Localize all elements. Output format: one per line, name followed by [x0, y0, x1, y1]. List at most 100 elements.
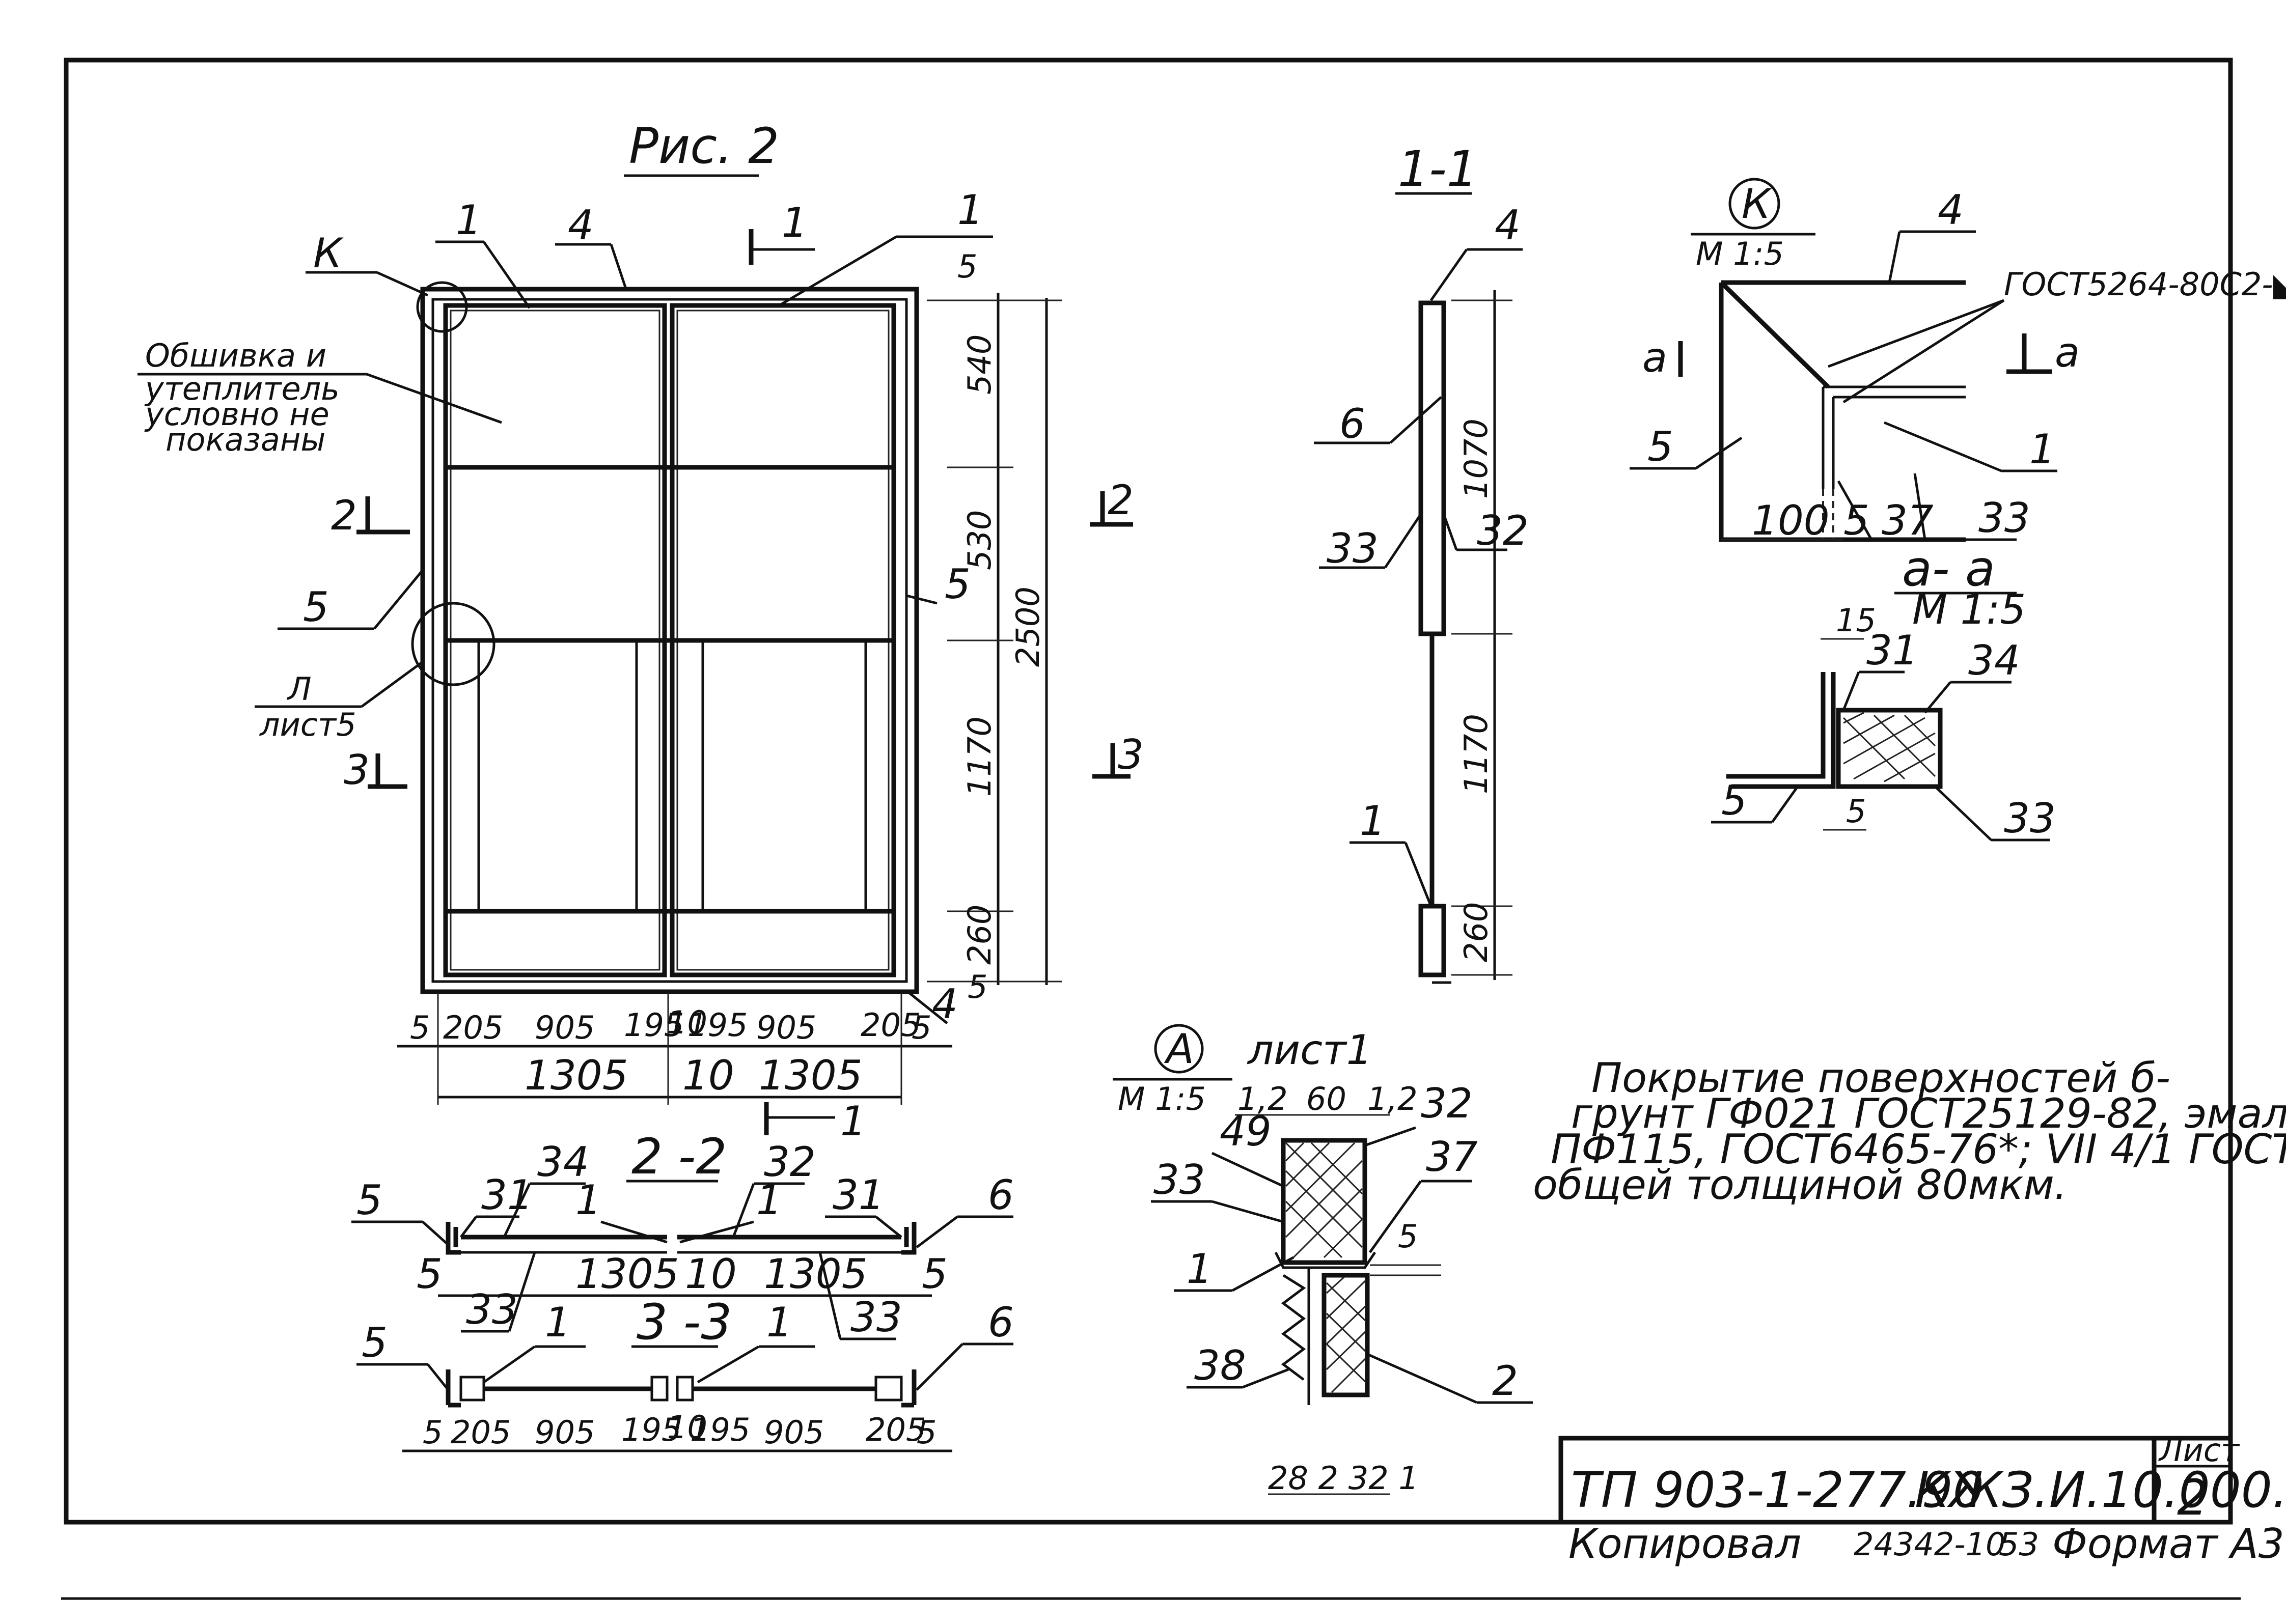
node-a-hatch-top — [1285, 1142, 1363, 1258]
s33-dim-2: 905 — [535, 1414, 595, 1451]
node-k-label-33: 33 — [1978, 494, 2030, 542]
note-line-3: условно не — [144, 396, 329, 433]
wdim-0: 1305 — [525, 1052, 628, 1099]
s22-dim-1305a: 1305 — [575, 1250, 679, 1298]
title-block: ТП 903-1-277.90 КЖЗ.И.10.000.СБ Лист 2 — [1558, 1432, 2286, 1526]
s22-label-1a: 1 — [575, 1177, 601, 1224]
node-k-angle — [1822, 385, 1966, 489]
hdim-2: 905 — [535, 1009, 595, 1046]
frame-inner — [431, 298, 908, 983]
leader-4-br — [908, 992, 948, 1024]
section-a-a-title: а- а — [1902, 540, 1995, 597]
node-a-leader-32 — [1364, 1126, 1416, 1147]
node-a-panel-top — [1281, 1138, 1367, 1265]
node-k-weld-leader2 — [1842, 299, 2005, 404]
node-a-circle — [1154, 1024, 1204, 1074]
s33-dim-4: 10 — [667, 1409, 707, 1446]
hdim-4: 10 — [667, 1004, 707, 1041]
node-k-leader-1b — [1884, 421, 2002, 472]
sec11-label-1: 1 — [1360, 797, 1386, 845]
node-a-label-33: 33 — [1153, 1156, 1205, 1203]
s33-leader-1a-b — [483, 1345, 536, 1384]
vdim-530: 530 — [961, 510, 998, 570]
frame-outer — [420, 287, 919, 994]
vdim-540: 540 — [961, 334, 998, 395]
aa-label-5: 5 — [1721, 777, 1747, 824]
sec11-dim-1070: 1070 — [1457, 418, 1495, 499]
node-a-detail: А лист1 М 1:5 1,2 60 1,2 49 32 33 — [1113, 1024, 1533, 1497]
sec11-label-6: 6 — [1339, 400, 1365, 447]
footer-order: 24342-10 — [1854, 1526, 2006, 1563]
node-l-label: Л — [287, 670, 312, 708]
s22-label-31b: 31 — [833, 1171, 885, 1219]
sec11-leader-6b — [1389, 396, 1442, 444]
note-line-2: утеплитель — [144, 370, 340, 407]
s22-label-34: 34 — [537, 1138, 589, 1186]
node-k-label-4: 4 — [1938, 186, 1964, 234]
node-k-detail-circle — [1728, 178, 1780, 230]
coating-line-3: ПФ115, ГОСТ6465-76*; VII 4/1 ГОСТ9.032-7… — [1551, 1126, 2286, 1173]
coating-note: Покрытие поверхностей б- грунт ГФ021 ГОС… — [1533, 1054, 2286, 1209]
s33-dim-0: 5 — [423, 1414, 443, 1451]
sec2-right-label: 2 — [1108, 477, 1134, 524]
node-a-hatch-bot — [1326, 1276, 1367, 1393]
footer: Копировал 24342-10 53 Формат А3 — [1568, 1520, 2284, 1567]
node-a-dim-12b: 1,2 — [1367, 1080, 1418, 1117]
s22-leader-31a-b — [460, 1216, 477, 1238]
node-k-label-37: 37 — [1882, 497, 1934, 544]
node-a-label-37: 37 — [1426, 1133, 1478, 1181]
node-a-label-1: 1 — [1187, 1245, 1213, 1293]
sec11-profile-bot — [1418, 904, 1446, 977]
leader-4-top-b — [610, 244, 628, 291]
hdim-6: 905 — [756, 1009, 816, 1046]
s22-dim-1305b: 1305 — [764, 1250, 868, 1298]
s33-dim-1: 205 — [451, 1414, 511, 1451]
hdim-1: 205 — [443, 1009, 503, 1046]
s22-label-6: 6 — [988, 1171, 1014, 1219]
node-a-label-5: 5 — [1398, 1218, 1418, 1255]
coating-line-2: грунт ГФ021 ГОСТ25129-82, эмаль — [1571, 1090, 2286, 1137]
s33-dim-3: 195 — [621, 1411, 681, 1448]
s22-leader-6b — [916, 1216, 958, 1248]
aa-leader-34b — [1924, 681, 1951, 714]
s22-leader-32b — [732, 1183, 755, 1238]
sec11-leader-4b — [1429, 248, 1468, 301]
s33-dim-7: 205 — [866, 1411, 926, 1448]
s22-label-31a: 31 — [481, 1171, 533, 1219]
s22-label-33a: 33 — [466, 1286, 518, 1333]
sec3-right-label: 3 — [1118, 731, 1144, 778]
coating-line-1: Покрытие поверхностей б- — [1591, 1054, 2170, 1102]
s33-label-6: 6 — [988, 1299, 1014, 1346]
s33-box-3 — [676, 1376, 694, 1402]
sec11-dim-260: 260 — [1457, 902, 1495, 962]
node-k-label-1: 1 — [2029, 426, 2055, 473]
footer-num: 53 — [1999, 1526, 2039, 1563]
s22-label-32: 32 — [764, 1138, 816, 1186]
aa-label-31: 31 — [1866, 627, 1918, 674]
node-l-sheet: лист5 — [259, 706, 356, 743]
note-line-4: показаны — [166, 421, 325, 458]
note-leader — [366, 373, 502, 424]
aa-dim-15: 15 — [1836, 602, 1876, 639]
s22-leader-33b-b — [818, 1252, 842, 1339]
node-k-sec-a-left: а — [1642, 334, 1667, 381]
section-2-2-title: 2 -2 — [631, 1128, 727, 1185]
hdim-3: 195 — [624, 1006, 684, 1044]
footer-format: Формат А3 — [2052, 1520, 2284, 1567]
node-k-circle — [416, 281, 468, 333]
node-k-leader-5b — [1695, 436, 1743, 470]
section-3-3-title: 3 -3 — [637, 1294, 732, 1351]
aa-channel — [1836, 708, 1943, 789]
callout-5-left: 5 — [303, 583, 329, 631]
section-a-a-scale: М 1:5 — [1912, 586, 2026, 633]
s33-box-1 — [459, 1376, 485, 1402]
section-3-3: 3 -3 5 1 1 6 5 205 905 195 10 195 905 20… — [356, 1294, 1014, 1452]
callout-5-br: 5 — [968, 968, 987, 1005]
section-1-1: 1-1 4 6 33 32 1 1070 1170 260 — [1314, 141, 1529, 984]
node-k-detail-letter: К — [1742, 180, 1772, 228]
sec11-label-32: 32 — [1477, 507, 1529, 554]
aa-leader-33b — [1934, 786, 1992, 841]
s33-dim-5: 195 — [690, 1411, 750, 1448]
leader-k2 — [376, 271, 429, 297]
